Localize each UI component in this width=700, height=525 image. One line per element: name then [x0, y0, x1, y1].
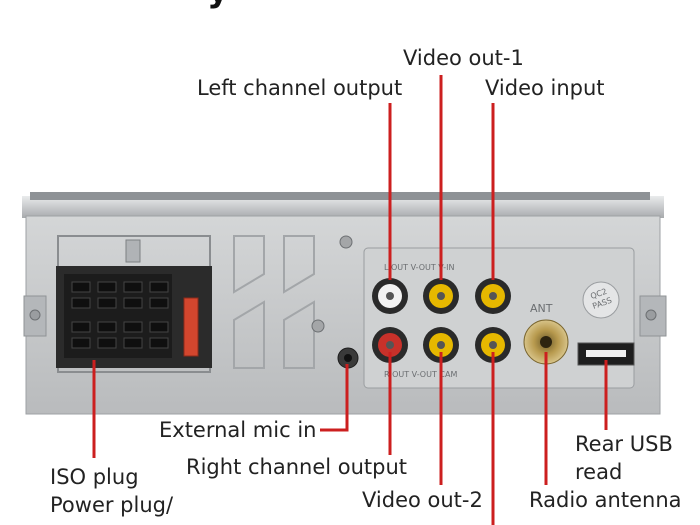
rca-jack-pin: [489, 341, 497, 349]
rca-video-input: [475, 278, 511, 314]
iso-pin: [97, 337, 117, 349]
label-external-mic-in: External mic in: [159, 418, 317, 442]
panel-print-bottom: R OUT V-OUT CAM: [384, 370, 457, 379]
qc-pass-sticker: QC2PASS: [582, 281, 620, 319]
iso-connector: [56, 235, 212, 373]
vent-shape: [233, 235, 265, 294]
label-video-input: Video input: [485, 76, 605, 100]
screw-icon: [29, 309, 41, 321]
iso-pin: [71, 337, 91, 349]
iso-pin: [71, 281, 91, 293]
panel-print-top: L OUT V-OUT V-IN: [384, 263, 455, 272]
usb-port-tongue: [586, 350, 626, 357]
iso-pin: [71, 321, 91, 333]
screw-icon: [311, 319, 325, 333]
leader-lines: [92, 75, 608, 525]
rca-video-out-1: [423, 278, 459, 314]
fuse-icon: [183, 297, 199, 357]
rca-left-out: [372, 278, 408, 314]
rca-jack-pin: [386, 341, 394, 349]
label-radio-antenna: Radio antenna: [529, 488, 682, 512]
rca-jack-pin: [386, 292, 394, 300]
screw-icon: [645, 309, 657, 321]
iso-pin: [123, 281, 143, 293]
label-right-channel-output: Right channel output: [186, 455, 408, 479]
iso-pin: [97, 297, 117, 309]
iso-pins: [71, 281, 169, 349]
iso-latch: [125, 239, 141, 263]
rca-jack-pin: [437, 292, 445, 300]
iso-pin: [149, 321, 169, 333]
heading-fragment: y: [207, 0, 230, 10]
top-edge: [30, 192, 650, 200]
iso-pin: [149, 281, 169, 293]
vent-shape: [233, 300, 265, 369]
rca-jack-pin: [437, 341, 445, 349]
iso-pin: [123, 321, 143, 333]
top-lid: [22, 196, 664, 218]
iso-pin: [149, 337, 169, 349]
rca-camera-in: [475, 327, 511, 363]
rca-jacks: [372, 278, 511, 363]
rca-video-out-2: [423, 327, 459, 363]
panel-print-ant: ANT: [530, 302, 553, 315]
screw-icon: [339, 235, 353, 249]
label-iso-plug-power-plug: ISO plug Power plug/: [50, 465, 174, 517]
label-video-out-1: Video out-1: [403, 46, 524, 70]
label-rear-usb-read: Rear USB read: [575, 432, 673, 484]
iso-pin: [97, 321, 117, 333]
qc-sticker-circle: [582, 281, 620, 319]
leader-line-external-mic: [320, 364, 349, 432]
panel-vents: [233, 235, 315, 369]
iso-pin: [97, 281, 117, 293]
mic-jack-hole: [344, 354, 352, 362]
antenna-socket-hole: [540, 336, 552, 348]
iso-pin: [123, 337, 143, 349]
vent-shape: [283, 235, 315, 294]
rca-right-out: [372, 327, 408, 363]
vent-shape: [283, 300, 315, 369]
label-left-channel-output: Left channel output: [197, 76, 403, 100]
iso-pin: [149, 297, 169, 309]
rca-jack-pin: [489, 292, 497, 300]
label-video-out-2: Video out-2: [362, 488, 483, 512]
iso-pin: [71, 297, 91, 309]
iso-pin: [123, 297, 143, 309]
